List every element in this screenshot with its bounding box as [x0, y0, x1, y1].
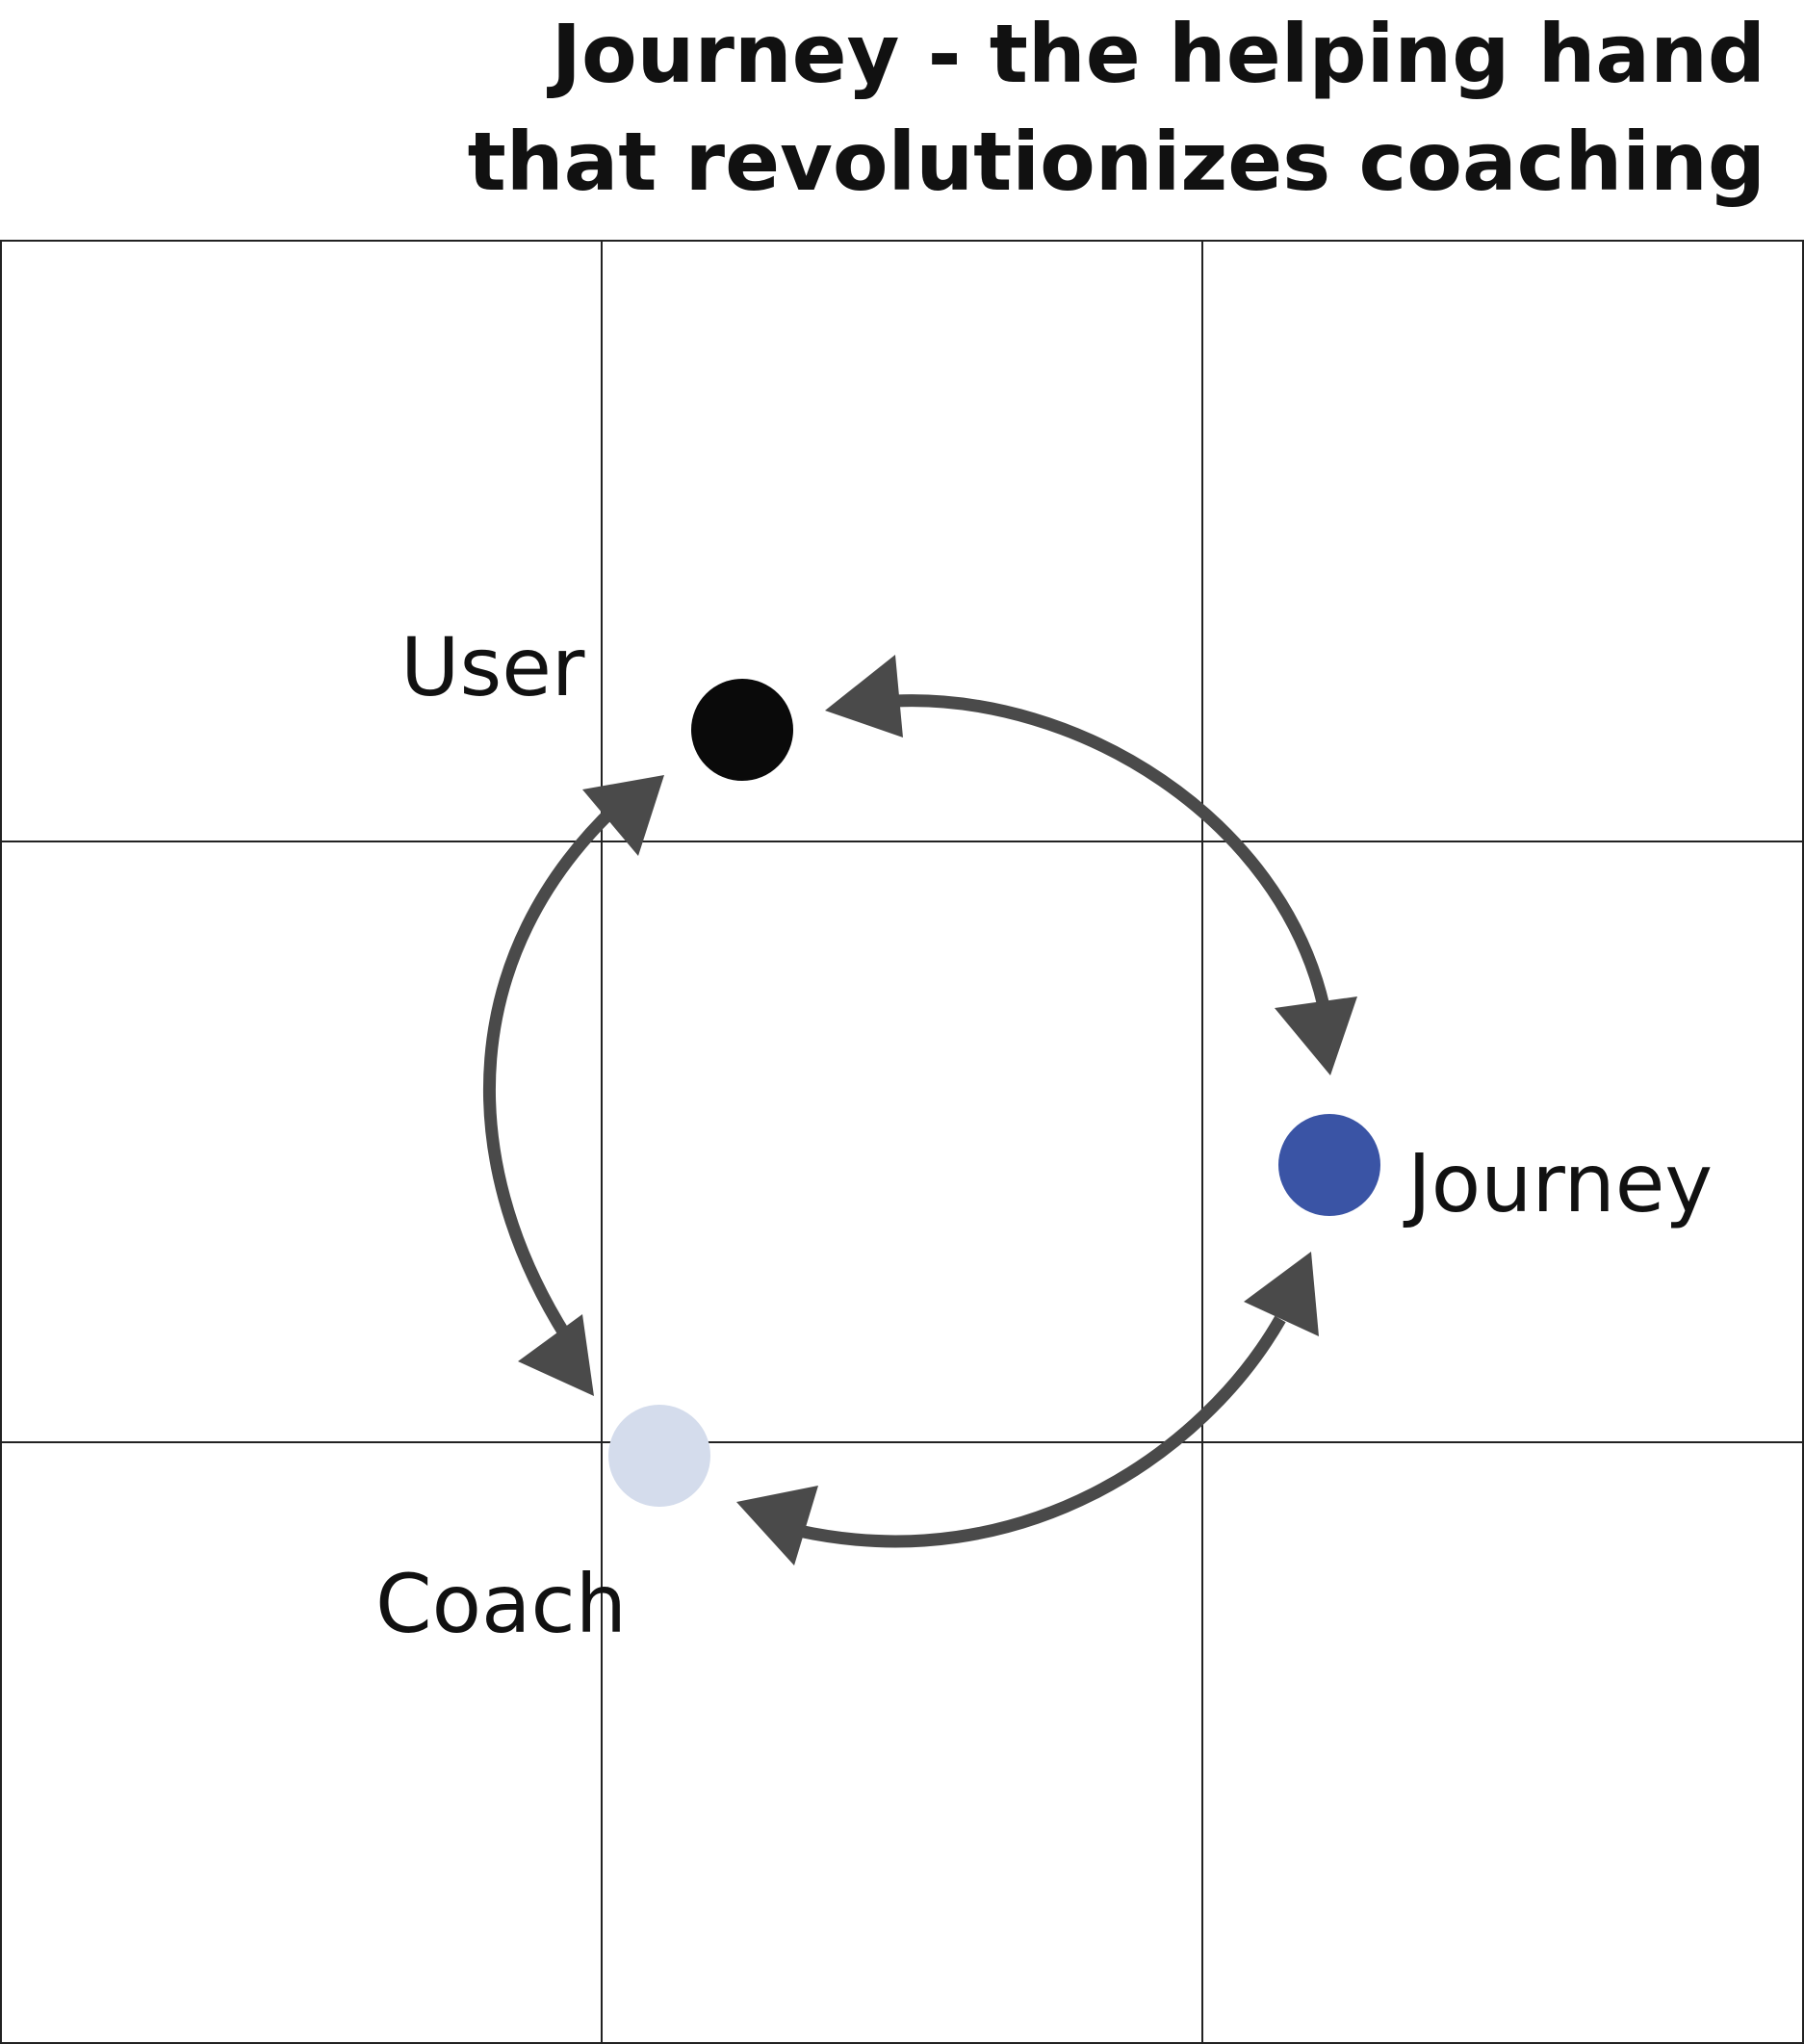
arrowheads [518, 655, 1357, 1565]
label-user: User [400, 620, 585, 714]
title-line-1: Journey - the helping hand [551, 7, 1765, 101]
arrow-journey-coach [797, 1315, 1286, 1548]
node-coach [608, 1405, 710, 1507]
arrowhead-to-journey-from-user [1275, 996, 1357, 1075]
node-journey [1278, 1114, 1380, 1216]
grid [0, 240, 1804, 2044]
arrowhead-to-coach-from-user [518, 1314, 594, 1396]
label-coach: Coach [375, 1557, 627, 1651]
arrowhead-to-coach-from-journey [736, 1486, 818, 1565]
title-line-2: that revolutionizes coaching [467, 115, 1765, 209]
diagram-title: Journey - the helping hand that revoluti… [0, 0, 1804, 216]
arrowhead-to-user-from-coach [582, 775, 664, 856]
node-user [691, 679, 793, 781]
arrow-user-journey [894, 694, 1330, 1008]
arrows [483, 694, 1330, 1548]
label-journey: Journey [1403, 1136, 1713, 1230]
grid-outer-border [0, 240, 1804, 2044]
arrowhead-to-journey-from-coach [1244, 1252, 1319, 1336]
nodes [608, 679, 1380, 1507]
labels: User Journey Coach [375, 620, 1713, 1651]
arrow-coach-user [483, 802, 621, 1340]
arrowhead-to-user-from-journey [825, 655, 903, 737]
